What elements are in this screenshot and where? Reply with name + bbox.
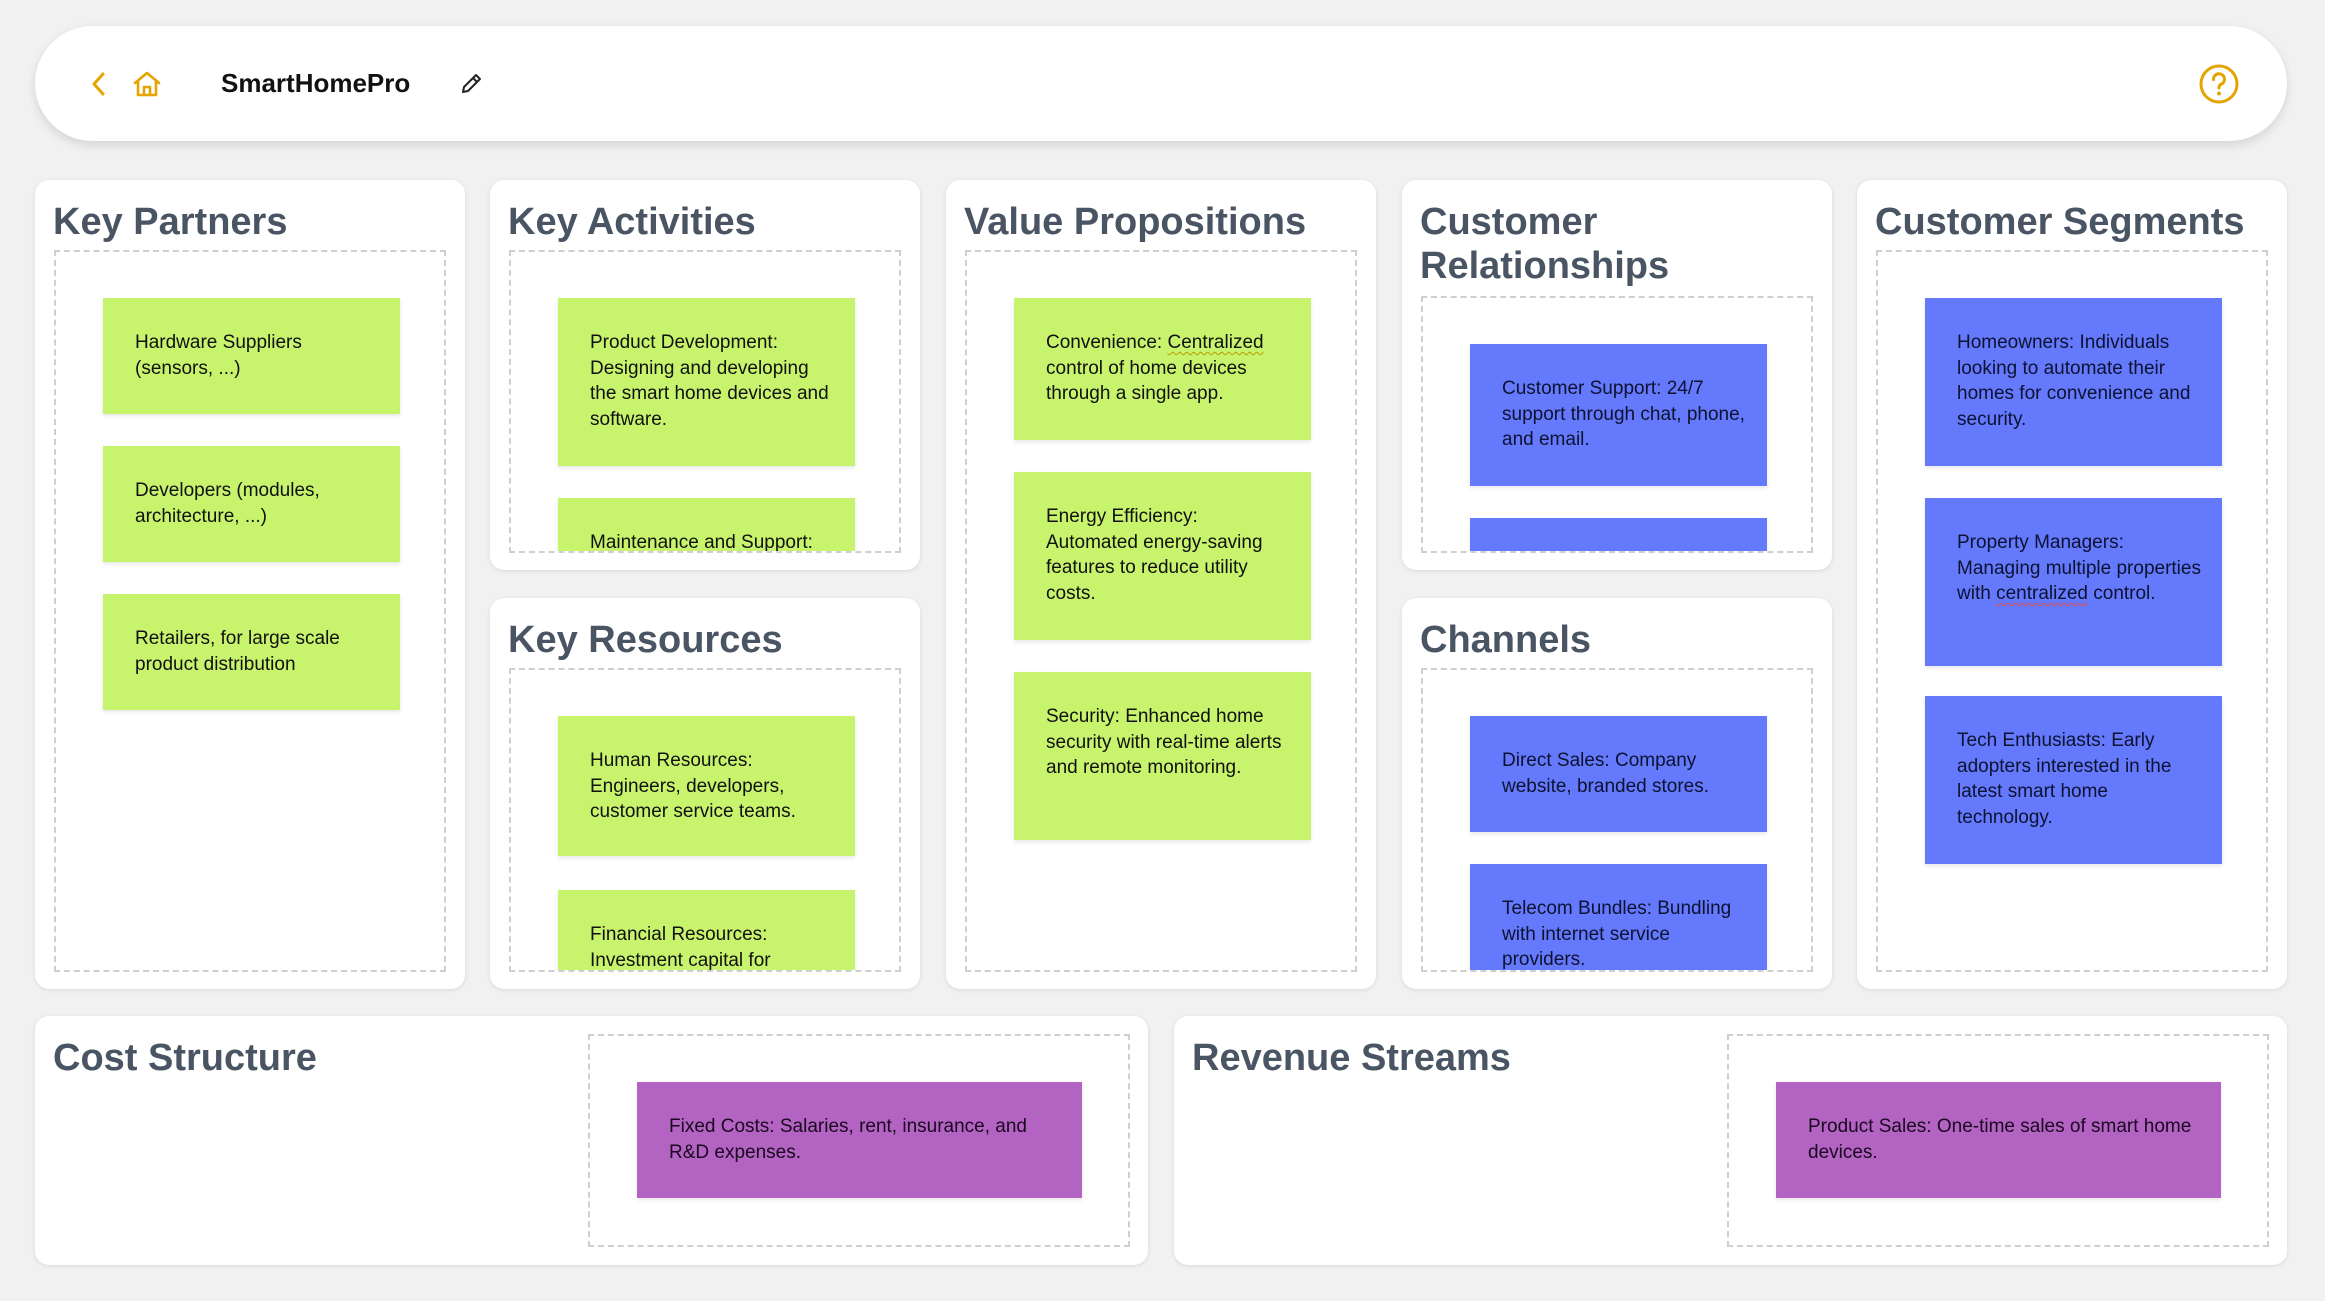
sticky-note[interactable]: Security: Enhanced home security with re…	[1014, 672, 1311, 840]
section-title: Customer Segments	[1875, 201, 2245, 243]
section-title: Customer Relationships	[1420, 201, 1670, 287]
pencil-icon[interactable]	[455, 68, 487, 100]
top-bar: SmartHomePro	[35, 26, 2287, 141]
sticky-note[interactable]: Property Managers: Managing multiple pro…	[1925, 498, 2222, 666]
sticky-note[interactable]: Maintenance and Support:	[558, 498, 855, 551]
sticky-note[interactable]: Financial Resources: Investment capital …	[558, 890, 855, 970]
sticky-note[interactable]: Customer Support: 24/7 support through c…	[1470, 344, 1767, 486]
section-title: Key Activities	[508, 201, 756, 243]
value-propositions-dropzone[interactable]: Convenience: Centralized control of home…	[965, 250, 1357, 972]
board-title[interactable]: SmartHomePro	[221, 68, 411, 98]
section-title: Key Resources	[508, 619, 783, 661]
chevron-left-icon[interactable]	[79, 64, 119, 104]
sticky-note[interactable]: Fixed Costs: Salaries, rent, insurance, …	[637, 1082, 1082, 1198]
section-title: Value Propositions	[964, 201, 1307, 243]
sticky-note[interactable]: Direct Sales: Company website, branded s…	[1470, 716, 1767, 832]
sticky-note[interactable]: Product Sales: One-time sales of smart h…	[1776, 1082, 2221, 1198]
section-title: Channels	[1420, 619, 1592, 661]
sticky-note[interactable]: Human Resources: Engineers, developers, …	[558, 716, 855, 856]
customer-segments-section: Customer Segments Homeowners: Individual…	[1857, 180, 2287, 989]
customer-segments-dropzone[interactable]: Homeowners: Individuals looking to autom…	[1876, 250, 2268, 972]
home-icon[interactable]	[125, 62, 169, 106]
key-partners-section: Key Partners Hardware Suppliers (sensors…	[35, 180, 465, 989]
section-title: Key Partners	[53, 201, 288, 243]
sticky-note[interactable]: Telecom Bundles: Bundling with internet …	[1470, 864, 1767, 970]
revenue-streams-section: Revenue Streams Product Sales: One-time …	[1174, 1016, 2287, 1265]
section-title: Cost Structure	[53, 1037, 317, 1079]
key-activities-section: Key Activities Product Development: Desi…	[490, 180, 920, 570]
section-title: Revenue Streams	[1192, 1037, 1511, 1079]
sticky-note[interactable]: Retailers, for large scale product distr…	[103, 594, 400, 710]
key-activities-dropzone[interactable]: Product Development: Designing and devel…	[509, 250, 901, 553]
sticky-note[interactable]: Hardware Suppliers (sensors, ...)	[103, 298, 400, 414]
sticky-note[interactable]: Product Development: Designing and devel…	[558, 298, 855, 466]
sticky-note[interactable]: Convenience: Centralized control of home…	[1014, 298, 1311, 440]
sticky-note[interactable]: Developers (modules, architecture, ...)	[103, 446, 400, 562]
cost-structure-dropzone[interactable]: Fixed Costs: Salaries, rent, insurance, …	[588, 1034, 1130, 1247]
help-circle-icon[interactable]	[2195, 60, 2243, 108]
key-partners-dropzone[interactable]: Hardware Suppliers (sensors, ...) Develo…	[54, 250, 446, 972]
sticky-note[interactable]: Homeowners: Individuals looking to autom…	[1925, 298, 2222, 466]
channels-section: Channels Direct Sales: Company website, …	[1402, 598, 1832, 989]
channels-dropzone[interactable]: Direct Sales: Company website, branded s…	[1421, 668, 1813, 972]
cost-structure-section: Cost Structure Fixed Costs: Salaries, re…	[35, 1016, 1148, 1265]
key-resources-section: Key Resources Human Resources: Engineers…	[490, 598, 920, 989]
sticky-note[interactable]	[1470, 518, 1767, 551]
sticky-note[interactable]: Tech Enthusiasts: Early adopters interes…	[1925, 696, 2222, 864]
key-resources-dropzone[interactable]: Human Resources: Engineers, developers, …	[509, 668, 901, 972]
revenue-streams-dropzone[interactable]: Product Sales: One-time sales of smart h…	[1727, 1034, 2269, 1247]
value-propositions-section: Value Propositions Convenience: Centrali…	[946, 180, 1376, 989]
sticky-note[interactable]: Energy Efficiency: Automated energy-savi…	[1014, 472, 1311, 640]
customer-relationships-dropzone[interactable]: Customer Support: 24/7 support through c…	[1421, 296, 1813, 553]
customer-relationships-section: Customer Relationships Customer Support:…	[1402, 180, 1832, 570]
